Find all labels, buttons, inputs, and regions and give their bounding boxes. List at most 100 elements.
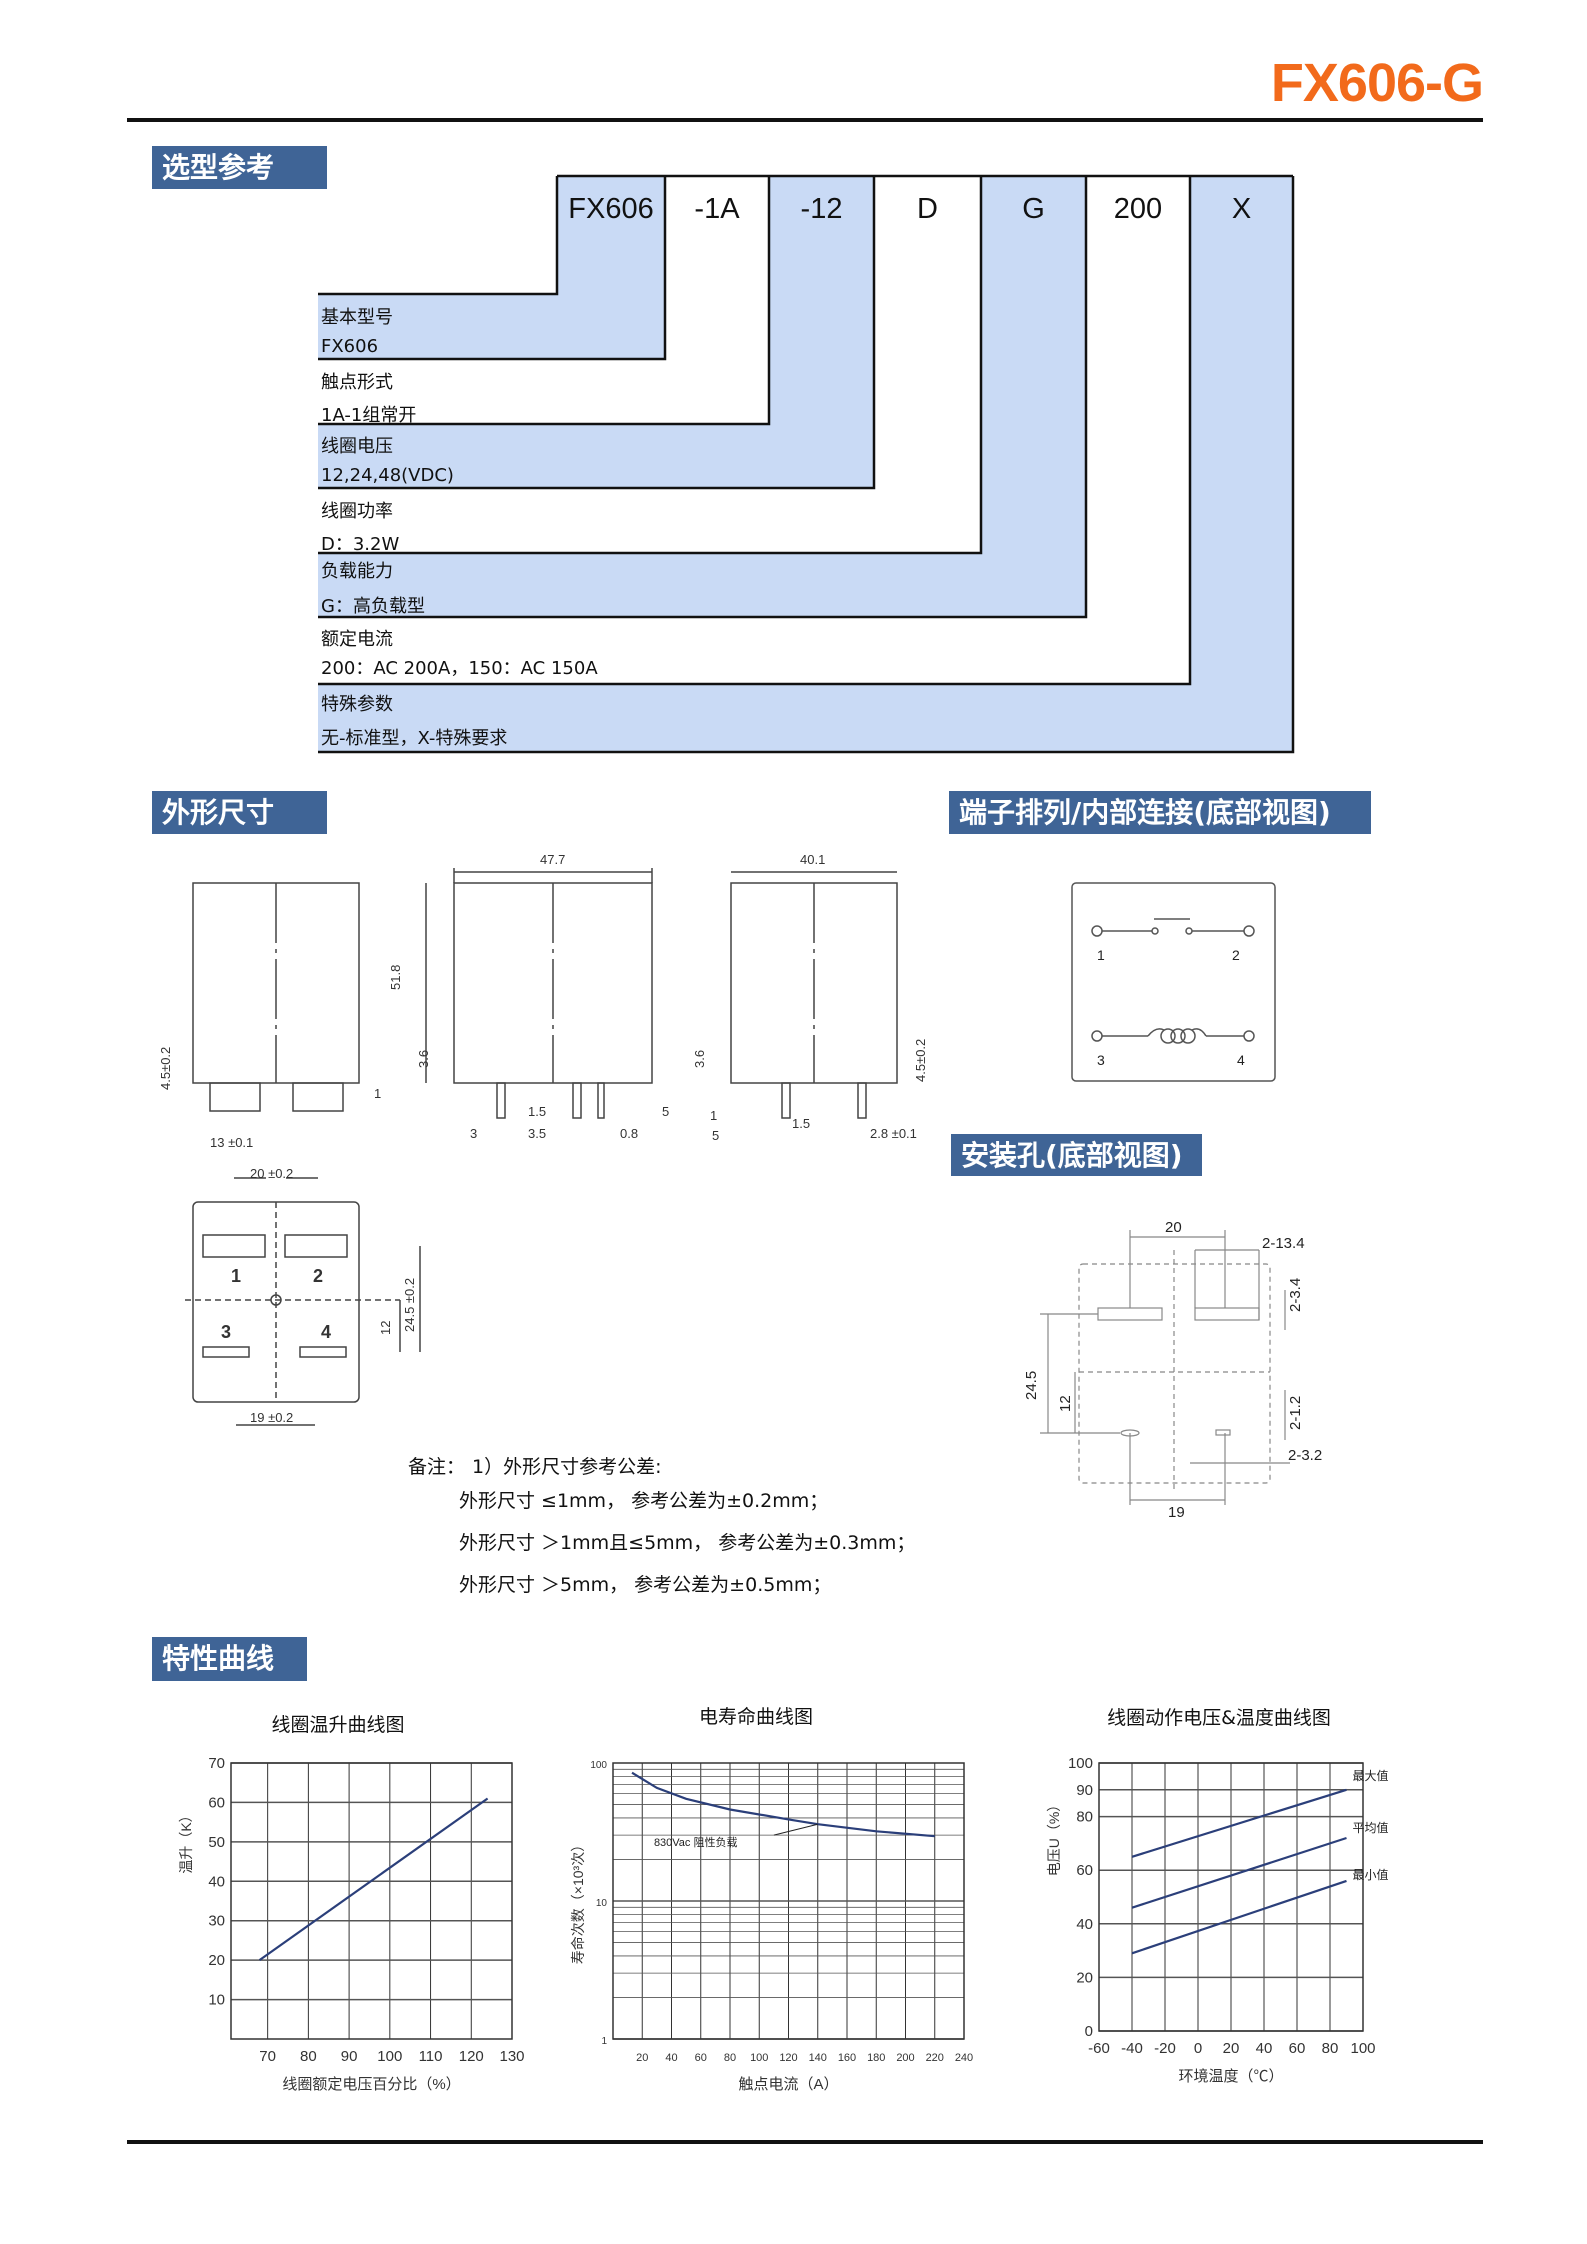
x-tick-label: -20: [1154, 2040, 1176, 2057]
section-mounting: 安装孔(底部视图): [951, 1134, 1202, 1176]
x-tick-label: 220: [926, 2052, 944, 2064]
plot-frame: [1098, 1762, 1364, 2032]
dim-12: 12: [378, 1321, 393, 1335]
x-tick-label: 100: [750, 2052, 768, 2064]
y-tick-label: 30: [208, 1913, 225, 1930]
dim-foot: 4.5±0.2: [158, 1047, 173, 1090]
y-tick-label: 100: [590, 1760, 607, 1771]
mount-dim-13-4: 2-13.4: [1262, 1235, 1305, 1252]
dim-pin-len-side: 3.6: [692, 1050, 707, 1068]
dim-one: 1: [374, 1086, 381, 1101]
y-tick-label: 0: [1085, 2023, 1093, 2040]
terminal-label: 2: [1232, 947, 1240, 963]
x-tick-label: 90: [341, 2048, 358, 2065]
code-voltage: -12: [800, 193, 843, 225]
y-tick-label: 40: [208, 1873, 225, 1890]
row-value: FX606: [321, 336, 379, 357]
x-tick-label: 60: [695, 2052, 707, 2064]
row-value: 无-标准型，X-特殊要求: [321, 728, 508, 749]
x-tick-label: 200: [896, 2052, 914, 2064]
y-tick-label: 50: [208, 1834, 225, 1851]
mount-dim-24-5: 24.5: [1023, 1371, 1040, 1400]
y-tick-label: 100: [1068, 1755, 1093, 1772]
series-label: 最小值: [1353, 1867, 1389, 1882]
mount-dim-19: 19: [1168, 1504, 1185, 1520]
note-line: 外形尺寸 ≤1mm， 参考公差为±0.2mm；: [459, 1490, 829, 1512]
chart-title: 线圈动作电压&温度曲线图: [1107, 1707, 1331, 1729]
annotation-arrow: [773, 1823, 818, 1836]
pin-label: 4: [321, 1322, 331, 1342]
series-label: 平均值: [1353, 1820, 1389, 1835]
terminal-label: 1: [1097, 947, 1105, 963]
y-tick-label: 10: [208, 1992, 225, 2009]
y-axis-label: 温升（K）: [178, 1808, 194, 1873]
y-tick-label: 20: [1076, 1969, 1093, 1986]
x-tick-label: 70: [259, 2048, 276, 2065]
terminal-label: 4: [1237, 1052, 1245, 1068]
series-line: [1131, 1788, 1347, 1858]
pin-label: 3: [221, 1322, 231, 1342]
y-tick-label: 20: [208, 1952, 225, 1969]
plot-frame: [612, 1762, 965, 2040]
code-power: D: [917, 193, 938, 225]
x-tick-label: 130: [499, 2048, 524, 2065]
x-tick-label: 100: [1350, 2040, 1375, 2057]
series-line: [1131, 1879, 1347, 1955]
terminal-label: 3: [1097, 1052, 1105, 1068]
x-tick-label: 110: [419, 2048, 443, 2065]
section-curves: 特性曲线: [152, 1637, 307, 1681]
x-tick-label: 160: [838, 2052, 856, 2064]
dim-2-8: 2.8 ±0.1: [870, 1126, 917, 1141]
row-value: 12,24,48(VDC): [321, 465, 454, 486]
series-line: [258, 1797, 489, 1961]
code-contact: -1A: [694, 193, 740, 225]
note-line: 1）外形尺寸参考公差:: [472, 1456, 662, 1478]
y-tick-label: 90: [1076, 1782, 1093, 1799]
x-tick-label: 20: [1223, 2040, 1240, 2057]
y-tick-label: 60: [1076, 1862, 1093, 1879]
x-tick-label: 80: [300, 2048, 317, 2065]
x-tick-label: 40: [665, 2052, 677, 2064]
y-tick-label: 1: [601, 2036, 607, 2047]
mounting-diagram: 20 2-13.4 2-3.4 24.5 12 2-1.2 2-3.2 19: [1023, 1219, 1322, 1520]
terminal-diagram: 1 2 3 4: [1071, 882, 1276, 1082]
row-label: 基本型号: [321, 307, 393, 328]
note-line: 外形尺寸 ＞1mm且≤5mm， 参考公差为±0.3mm；: [459, 1532, 916, 1554]
x-tick-label: -40: [1121, 2040, 1143, 2057]
dim-5-side: 5: [712, 1128, 719, 1143]
plot-frame: [230, 1762, 513, 2040]
row-label: 线圈电压: [321, 436, 393, 457]
x-tick-label: 0: [1194, 2040, 1202, 2057]
x-axis-label: 线圈额定电压百分比（%）: [282, 2076, 460, 2093]
x-tick-label: 120: [459, 2048, 484, 2065]
x-tick-label: 100: [377, 2048, 402, 2065]
note-line: 外形尺寸 ＞5mm， 参考公差为±0.5mm；: [459, 1574, 832, 1596]
row-value: 1A-1组常开: [321, 405, 417, 426]
x-tick-label: 60: [1289, 2040, 1306, 2057]
code-load: G: [1022, 193, 1045, 225]
y-axis-label: 寿命次数（×10³次）: [570, 1838, 586, 1964]
x-tick-label: 180: [867, 2052, 885, 2064]
x-tick-label: 240: [955, 2052, 973, 2064]
code-base: FX606: [568, 193, 654, 225]
y-tick-label: 10: [596, 1898, 608, 1909]
x-tick-label: 80: [724, 2052, 736, 2064]
y-tick-label: 80: [1076, 1809, 1093, 1826]
dimension-drawing: 47.7 40.1 51.8 4.5±0.2 4.5±0.2 3.6 3.6 1…: [158, 852, 928, 1426]
row-label: 触点形式: [321, 372, 393, 393]
notes-label: 备注：: [408, 1456, 466, 1478]
mount-dim-1-2: 2-1.2: [1287, 1396, 1304, 1430]
chart-title: 线圈温升曲线图: [271, 1714, 405, 1736]
dim-3: 3: [470, 1126, 477, 1141]
dim-pitch-top: 20 ±0.2: [250, 1166, 293, 1181]
mount-dim-3-2: 2-3.2: [1288, 1447, 1322, 1464]
x-tick-label: 80: [1322, 2040, 1339, 2057]
y-axis-label: 电压U（%）: [1046, 1798, 1062, 1877]
dim-width-front: 47.7: [540, 852, 565, 867]
section-dimensions: 外形尺寸: [152, 791, 327, 834]
code-special: X: [1231, 193, 1252, 225]
x-axis-label: 环境温度（℃）: [1178, 2067, 1283, 2085]
pin-label: 2: [313, 1266, 323, 1286]
dim-pin-len: 3.6: [416, 1050, 431, 1068]
series-line: [1131, 1836, 1347, 1909]
